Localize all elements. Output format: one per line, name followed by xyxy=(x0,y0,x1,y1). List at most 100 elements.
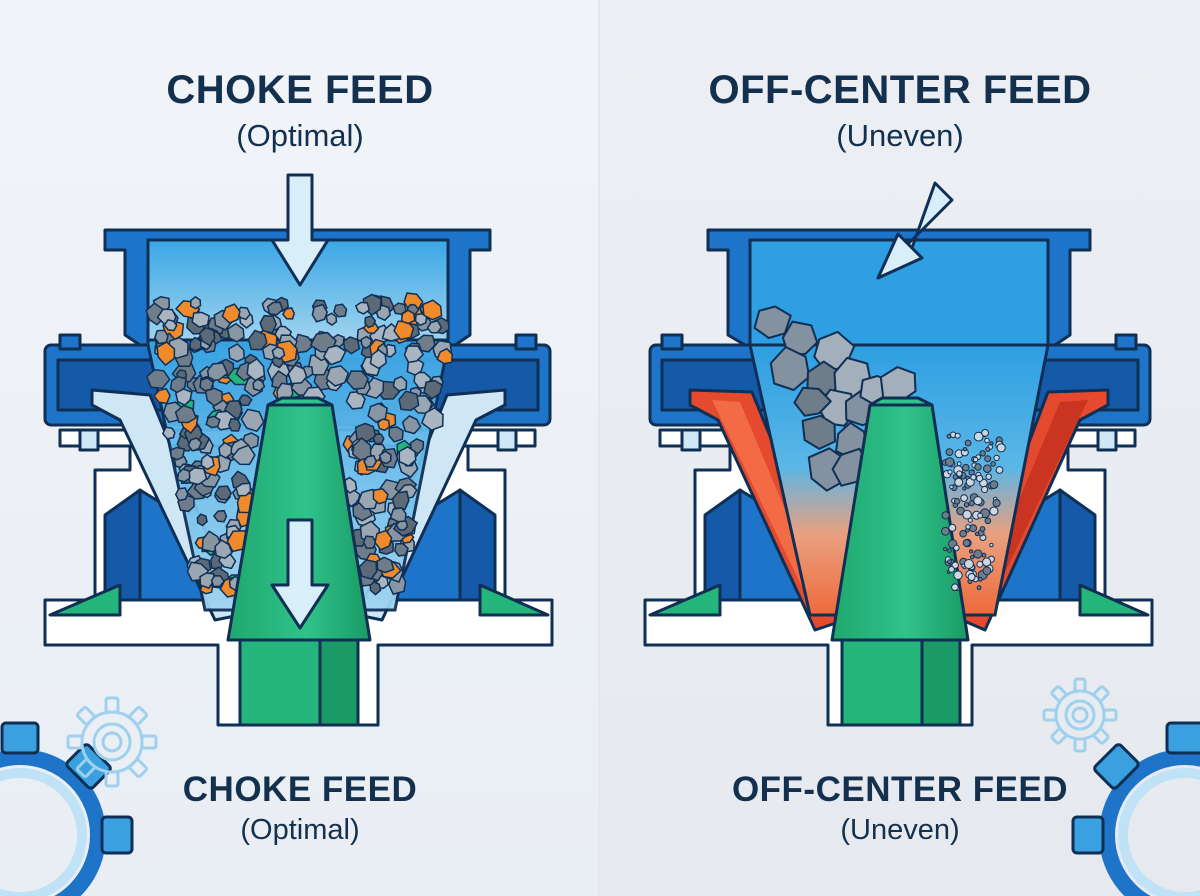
fine-particle xyxy=(974,531,980,537)
fine-particle xyxy=(992,499,1001,508)
rock xyxy=(391,490,410,511)
rock xyxy=(174,404,198,424)
rock xyxy=(398,390,420,412)
fine-particle xyxy=(964,439,972,447)
fine-particle xyxy=(967,517,973,523)
fine-particle xyxy=(973,549,983,559)
rock xyxy=(226,322,245,343)
fine-particle xyxy=(985,446,991,452)
rock xyxy=(345,390,366,410)
fine-particle xyxy=(983,464,992,474)
fine-particle xyxy=(978,576,983,582)
rock xyxy=(174,388,193,407)
fine-particle xyxy=(984,437,990,444)
fine-particle xyxy=(981,485,989,494)
down-arrow-icon xyxy=(270,173,330,287)
fine-particle xyxy=(956,470,963,477)
rock xyxy=(377,418,391,432)
fine-particle xyxy=(948,566,955,573)
fine-particle xyxy=(974,463,982,471)
rock xyxy=(322,344,347,366)
rock xyxy=(781,320,819,356)
rock xyxy=(200,453,215,471)
rock xyxy=(259,314,278,334)
rock xyxy=(174,487,189,502)
rock xyxy=(345,370,370,391)
rock xyxy=(235,482,252,497)
choke-feed-subtitle: (Optimal) xyxy=(236,118,364,153)
fine-particle xyxy=(972,456,979,463)
fine-particle xyxy=(984,517,992,525)
fine-particle xyxy=(985,473,992,480)
gear-icon xyxy=(1042,677,1118,753)
off-center-feed-bottom-subtitle: (Uneven) xyxy=(840,814,960,846)
rock xyxy=(156,341,176,367)
fine-particle xyxy=(979,450,986,457)
rock xyxy=(311,303,329,323)
fine-particle xyxy=(951,583,959,592)
rock xyxy=(392,375,408,392)
fine-particle xyxy=(960,494,969,503)
choke-feed-crusher-diagram xyxy=(0,173,554,896)
rock xyxy=(793,386,832,417)
fine-particle xyxy=(954,432,961,439)
fine-particle xyxy=(989,542,994,548)
rock xyxy=(199,376,215,392)
fine-particle xyxy=(982,557,992,567)
fine-particle xyxy=(948,523,957,532)
rock xyxy=(153,387,171,405)
fine-particle xyxy=(956,461,962,467)
rock xyxy=(360,335,373,350)
fine-particle xyxy=(984,455,992,463)
rock xyxy=(214,539,233,560)
fine-particle xyxy=(969,549,974,554)
fine-particle xyxy=(990,461,996,467)
fine-particle xyxy=(996,443,1006,453)
diagonal-arrow-icon xyxy=(876,181,954,280)
fine-particle xyxy=(981,552,987,558)
rock xyxy=(389,506,407,523)
off-center-feed-crusher-diagram xyxy=(643,181,1200,896)
rock xyxy=(403,345,425,364)
rock xyxy=(191,311,211,328)
fine-particle xyxy=(962,447,968,452)
rock xyxy=(199,572,215,590)
fine-particle xyxy=(947,559,952,564)
rock xyxy=(187,437,203,452)
rock xyxy=(392,302,408,315)
fine-particle xyxy=(967,573,976,581)
rock xyxy=(394,543,409,557)
fine-particle xyxy=(953,544,960,552)
rock xyxy=(227,417,242,432)
fine-particle xyxy=(954,477,964,487)
fine-particle xyxy=(977,512,984,519)
rock xyxy=(398,445,417,467)
fine-particle xyxy=(993,454,1000,462)
rock xyxy=(198,326,216,347)
fine-particle xyxy=(989,506,999,516)
choke-feed-bottom-subtitle: (Optimal) xyxy=(240,814,360,846)
rock xyxy=(196,513,208,527)
gear-icon xyxy=(66,696,158,788)
fine-particle xyxy=(962,463,970,472)
fine-particle xyxy=(968,500,975,507)
rock xyxy=(161,426,176,440)
fine-particle xyxy=(963,502,970,508)
fine-particle xyxy=(941,511,950,520)
fine-particle xyxy=(949,484,954,490)
fine-particle xyxy=(941,526,950,536)
rock xyxy=(266,301,284,316)
fine-particle xyxy=(962,509,972,520)
rock xyxy=(212,509,228,523)
rock xyxy=(363,454,378,468)
fine-particle xyxy=(969,554,975,560)
fine-particle xyxy=(946,433,952,439)
rock xyxy=(400,309,416,325)
fine-particle xyxy=(961,563,966,568)
rock xyxy=(153,329,169,345)
down-arrow-icon xyxy=(270,518,330,630)
fine-particle xyxy=(953,570,963,580)
off-center-feed-title: OFF-CENTER FEED xyxy=(708,68,1092,112)
rock xyxy=(378,450,392,465)
rock xyxy=(231,444,256,466)
